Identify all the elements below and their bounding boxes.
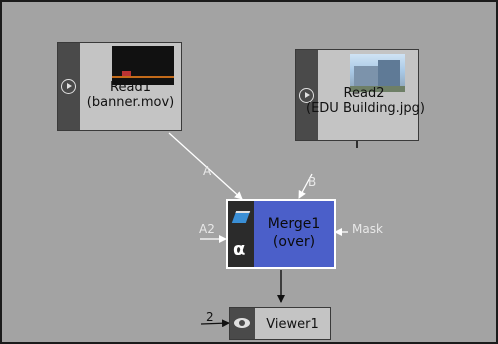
read1-thumbnail bbox=[112, 46, 174, 85]
input-label-a2: A2 bbox=[199, 222, 215, 236]
read2-node-strip bbox=[296, 50, 318, 140]
merge1-node[interactable]: α Merge1 (over) bbox=[226, 199, 336, 269]
viewer1-node-strip bbox=[230, 308, 255, 339]
read2-name: Read2 bbox=[343, 86, 385, 101]
input-label-mask: Mask bbox=[352, 222, 383, 236]
read1-name: Read1 bbox=[110, 80, 151, 95]
viewer-input-number: 2 bbox=[206, 310, 214, 324]
read2-label: Read2 (EDU Building.jpg) bbox=[306, 86, 425, 116]
merge1-node-strip: α bbox=[228, 201, 254, 267]
play-icon bbox=[299, 88, 314, 103]
viewer1-label: Viewer1 bbox=[266, 317, 319, 332]
read1-node-strip bbox=[58, 43, 80, 130]
merge1-operation: (over) bbox=[272, 234, 316, 250]
alpha-icon: α bbox=[233, 239, 246, 260]
read1-node[interactable]: Read1 (banner.mov) bbox=[57, 42, 182, 131]
read2-node[interactable]: Read2 (EDU Building.jpg) bbox=[295, 49, 425, 141]
merge1-name: Merge1 bbox=[267, 216, 321, 232]
input-label-b: B bbox=[308, 175, 317, 189]
input-label-a: A bbox=[203, 164, 212, 178]
read2-thumbnail bbox=[350, 54, 405, 92]
wire-viewer-input-2[interactable] bbox=[200, 319, 230, 328]
play-icon bbox=[61, 79, 76, 94]
wire-b[interactable] bbox=[298, 173, 313, 199]
eye-icon bbox=[234, 318, 250, 328]
merge-layers-icon bbox=[231, 211, 251, 223]
read1-label: Read1 (banner.mov) bbox=[80, 80, 181, 110]
merge1-label: Merge1 (over) bbox=[254, 215, 334, 251]
wire-a[interactable] bbox=[168, 132, 243, 200]
viewer1-node[interactable]: Viewer1 bbox=[229, 307, 331, 340]
read1-file: (banner.mov) bbox=[86, 95, 175, 110]
read2-file: (EDU Building.jpg) bbox=[306, 101, 425, 116]
